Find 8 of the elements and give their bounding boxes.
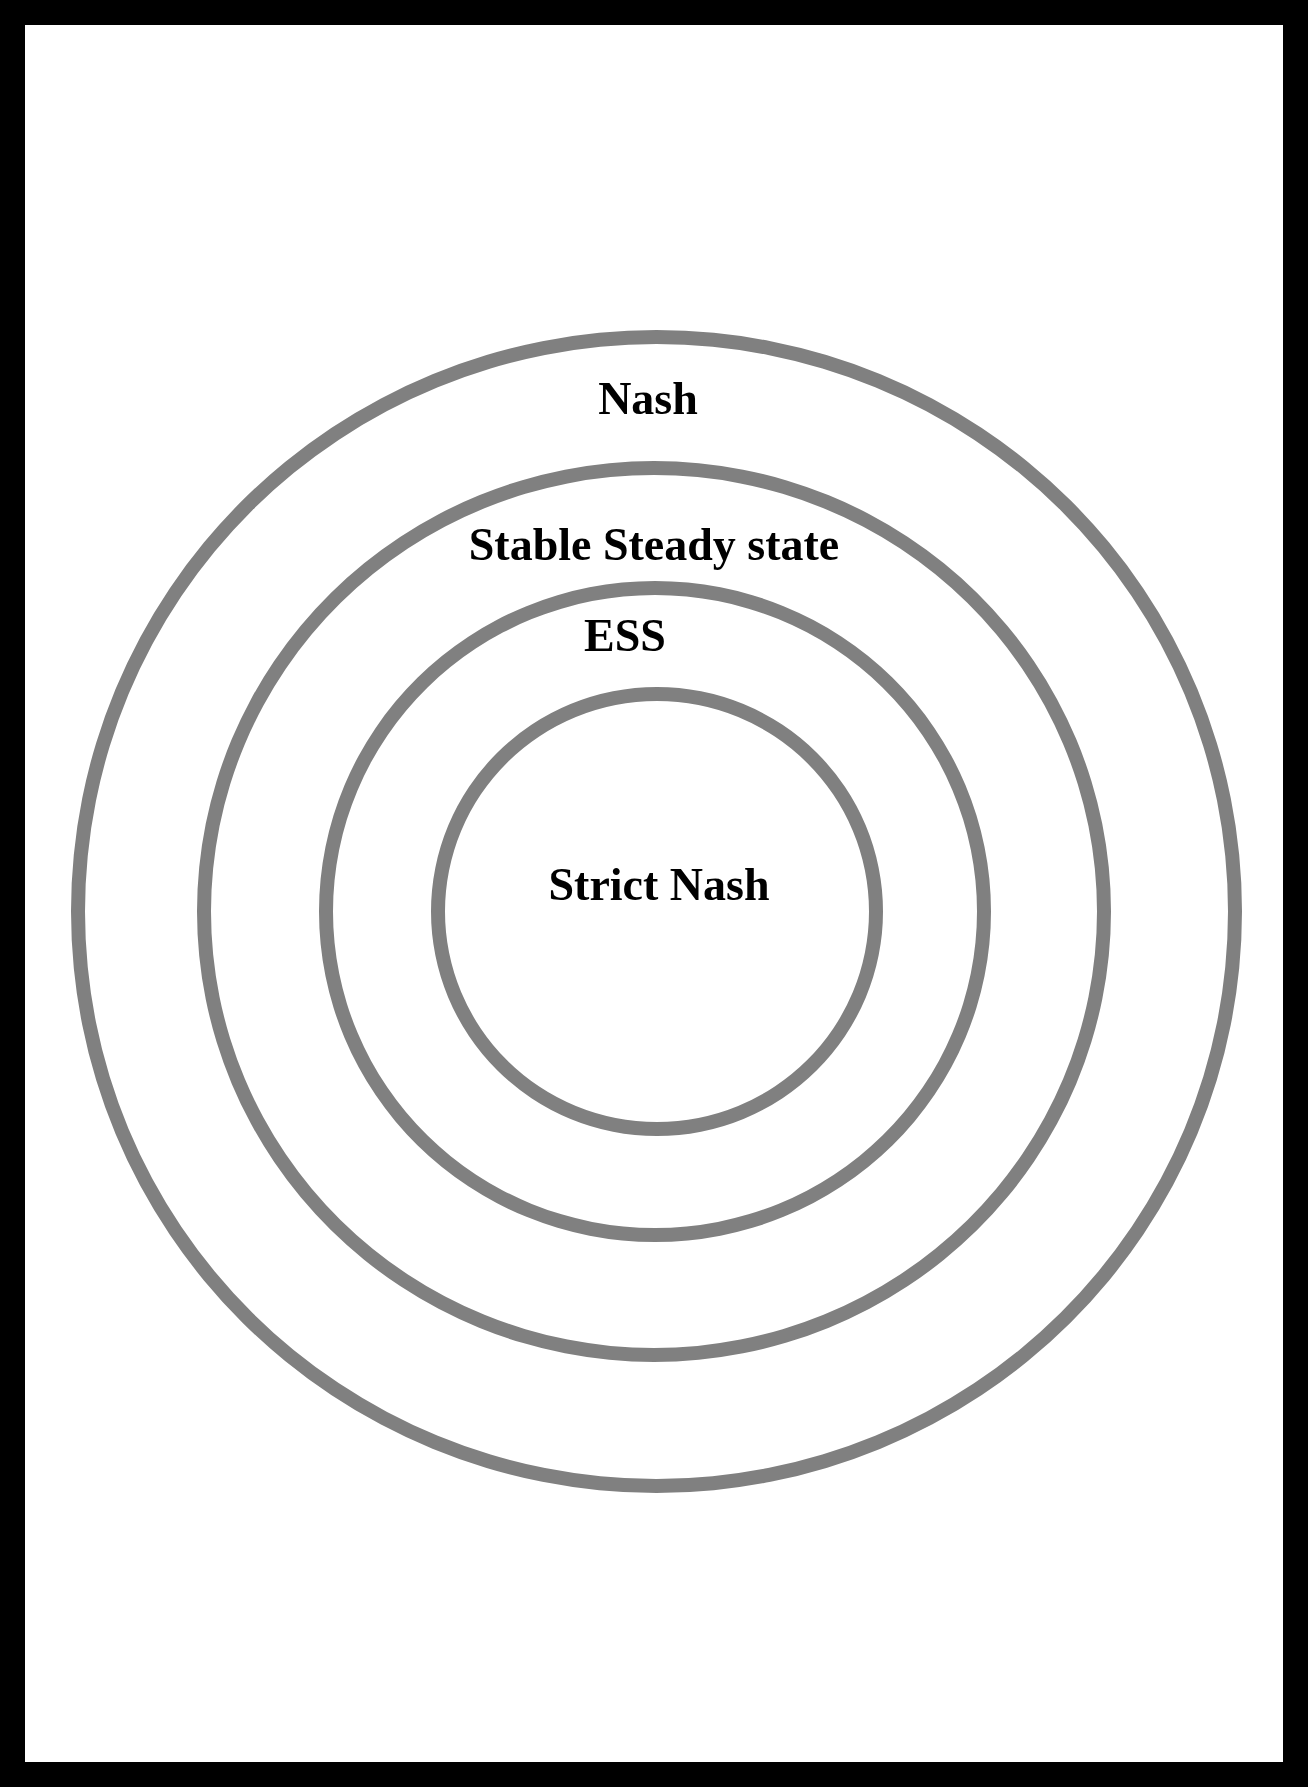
region-label: Strict Nash [548, 862, 770, 908]
ellipse-region [319, 581, 991, 1242]
ellipse-region [71, 330, 1242, 1493]
ellipse-region [197, 461, 1111, 1362]
region-label: ESS [584, 613, 666, 659]
ellipse-region [431, 687, 883, 1136]
region-label: Nash [598, 376, 698, 422]
region-label: Stable Steady state [468, 522, 840, 568]
